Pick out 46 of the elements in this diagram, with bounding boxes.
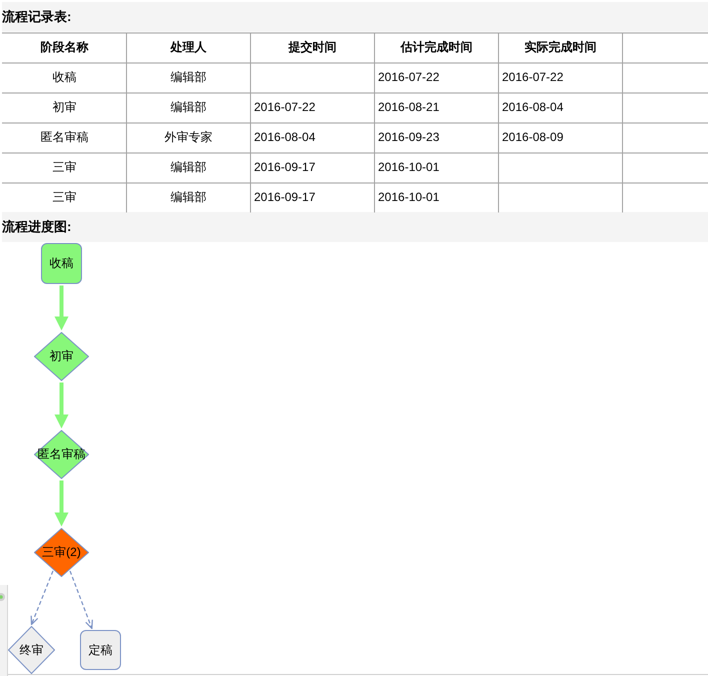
date-value: 2016-09-23 [378, 130, 440, 145]
arrow [54, 286, 68, 330]
date-value: 2016-07-22 [254, 100, 316, 115]
column-header: 提交时间 [288, 40, 336, 55]
arrow [54, 382, 68, 428]
node-label: 收稿 [50, 256, 74, 271]
node-label: 匿名审稿 [38, 447, 86, 462]
date-value: 2016-08-04 [502, 100, 564, 115]
handler-name: 编辑部 [170, 190, 206, 205]
column-header: 处理人 [170, 40, 206, 55]
node-label: 初审 [50, 349, 74, 364]
node-label: 三审(2) [42, 545, 81, 560]
handler-name: 编辑部 [170, 160, 206, 175]
handler-name: 编辑部 [170, 70, 206, 85]
decision-diamond [34, 332, 89, 381]
dashed-arrow [30, 570, 54, 626]
date-value: 2016-07-22 [502, 70, 564, 85]
date-value: 2016-08-21 [378, 100, 440, 115]
date-value: 2016-10-01 [378, 160, 440, 175]
stage-name: 匿名审稿 [40, 130, 88, 145]
stage-name: 三审 [52, 190, 76, 205]
column-header: 估计完成时间 [400, 40, 472, 55]
rounded-process-box [41, 243, 82, 284]
section-heading: 流程进度图: [2, 219, 72, 235]
date-value: 2016-09-17 [254, 160, 316, 175]
dashed-arrow [69, 570, 93, 630]
date-value: 2016-09-17 [254, 190, 316, 205]
decision-diamond [8, 626, 55, 674]
date-value: 2016-07-22 [378, 70, 440, 85]
decision-diamond [34, 528, 89, 577]
date-value: 2016-08-09 [502, 130, 564, 145]
node-label: 定稿 [88, 642, 112, 658]
rounded-process-box [80, 630, 121, 670]
handler-name: 外审专家 [164, 130, 212, 145]
section-heading: 流程记录表: [2, 9, 72, 25]
date-value: 2016-08-04 [254, 130, 316, 145]
arrow [54, 480, 68, 526]
date-value: 2016-10-01 [378, 190, 440, 205]
handler-name: 编辑部 [170, 100, 206, 115]
node-label: 终审 [20, 642, 44, 658]
stage-name: 三审 [52, 160, 76, 175]
stage-name: 初审 [52, 100, 76, 115]
column-header: 实际完成时间 [524, 40, 596, 55]
column-header: 阶段名称 [40, 40, 88, 55]
stage-name: 收稿 [52, 70, 76, 85]
decision-diamond [34, 430, 89, 479]
